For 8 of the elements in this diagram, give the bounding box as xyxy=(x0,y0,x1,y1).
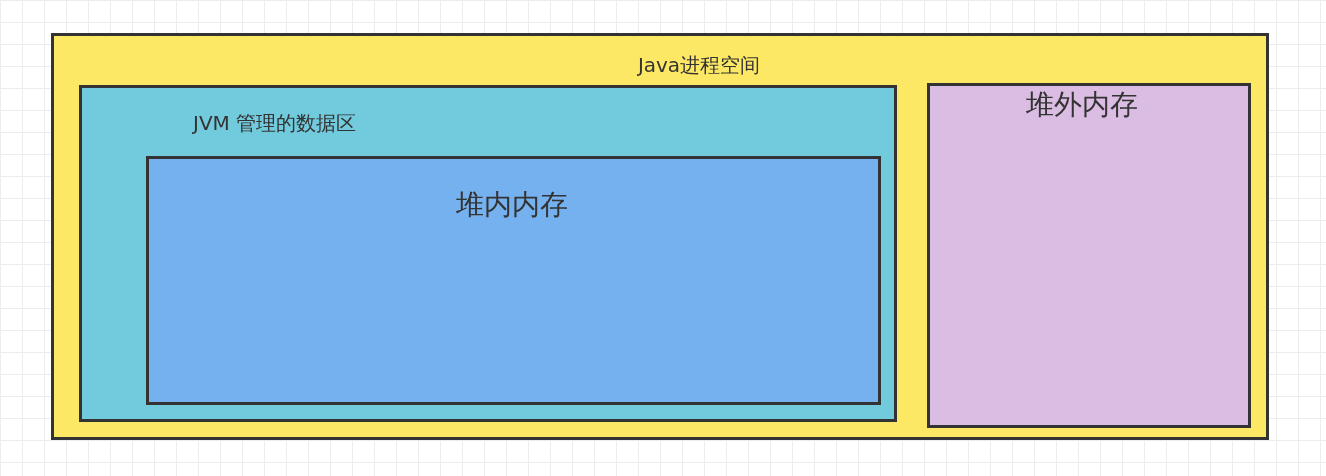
region-label: 堆外内存 xyxy=(1026,87,1138,123)
region-box xyxy=(51,33,1269,440)
region-label: Java进程空间 xyxy=(637,52,761,79)
region-box xyxy=(146,156,881,405)
region-label: 堆内内存 xyxy=(456,187,568,223)
region-box xyxy=(79,85,897,422)
region-label: JVM 管理的数据区 xyxy=(193,110,357,137)
region-box xyxy=(927,83,1251,428)
